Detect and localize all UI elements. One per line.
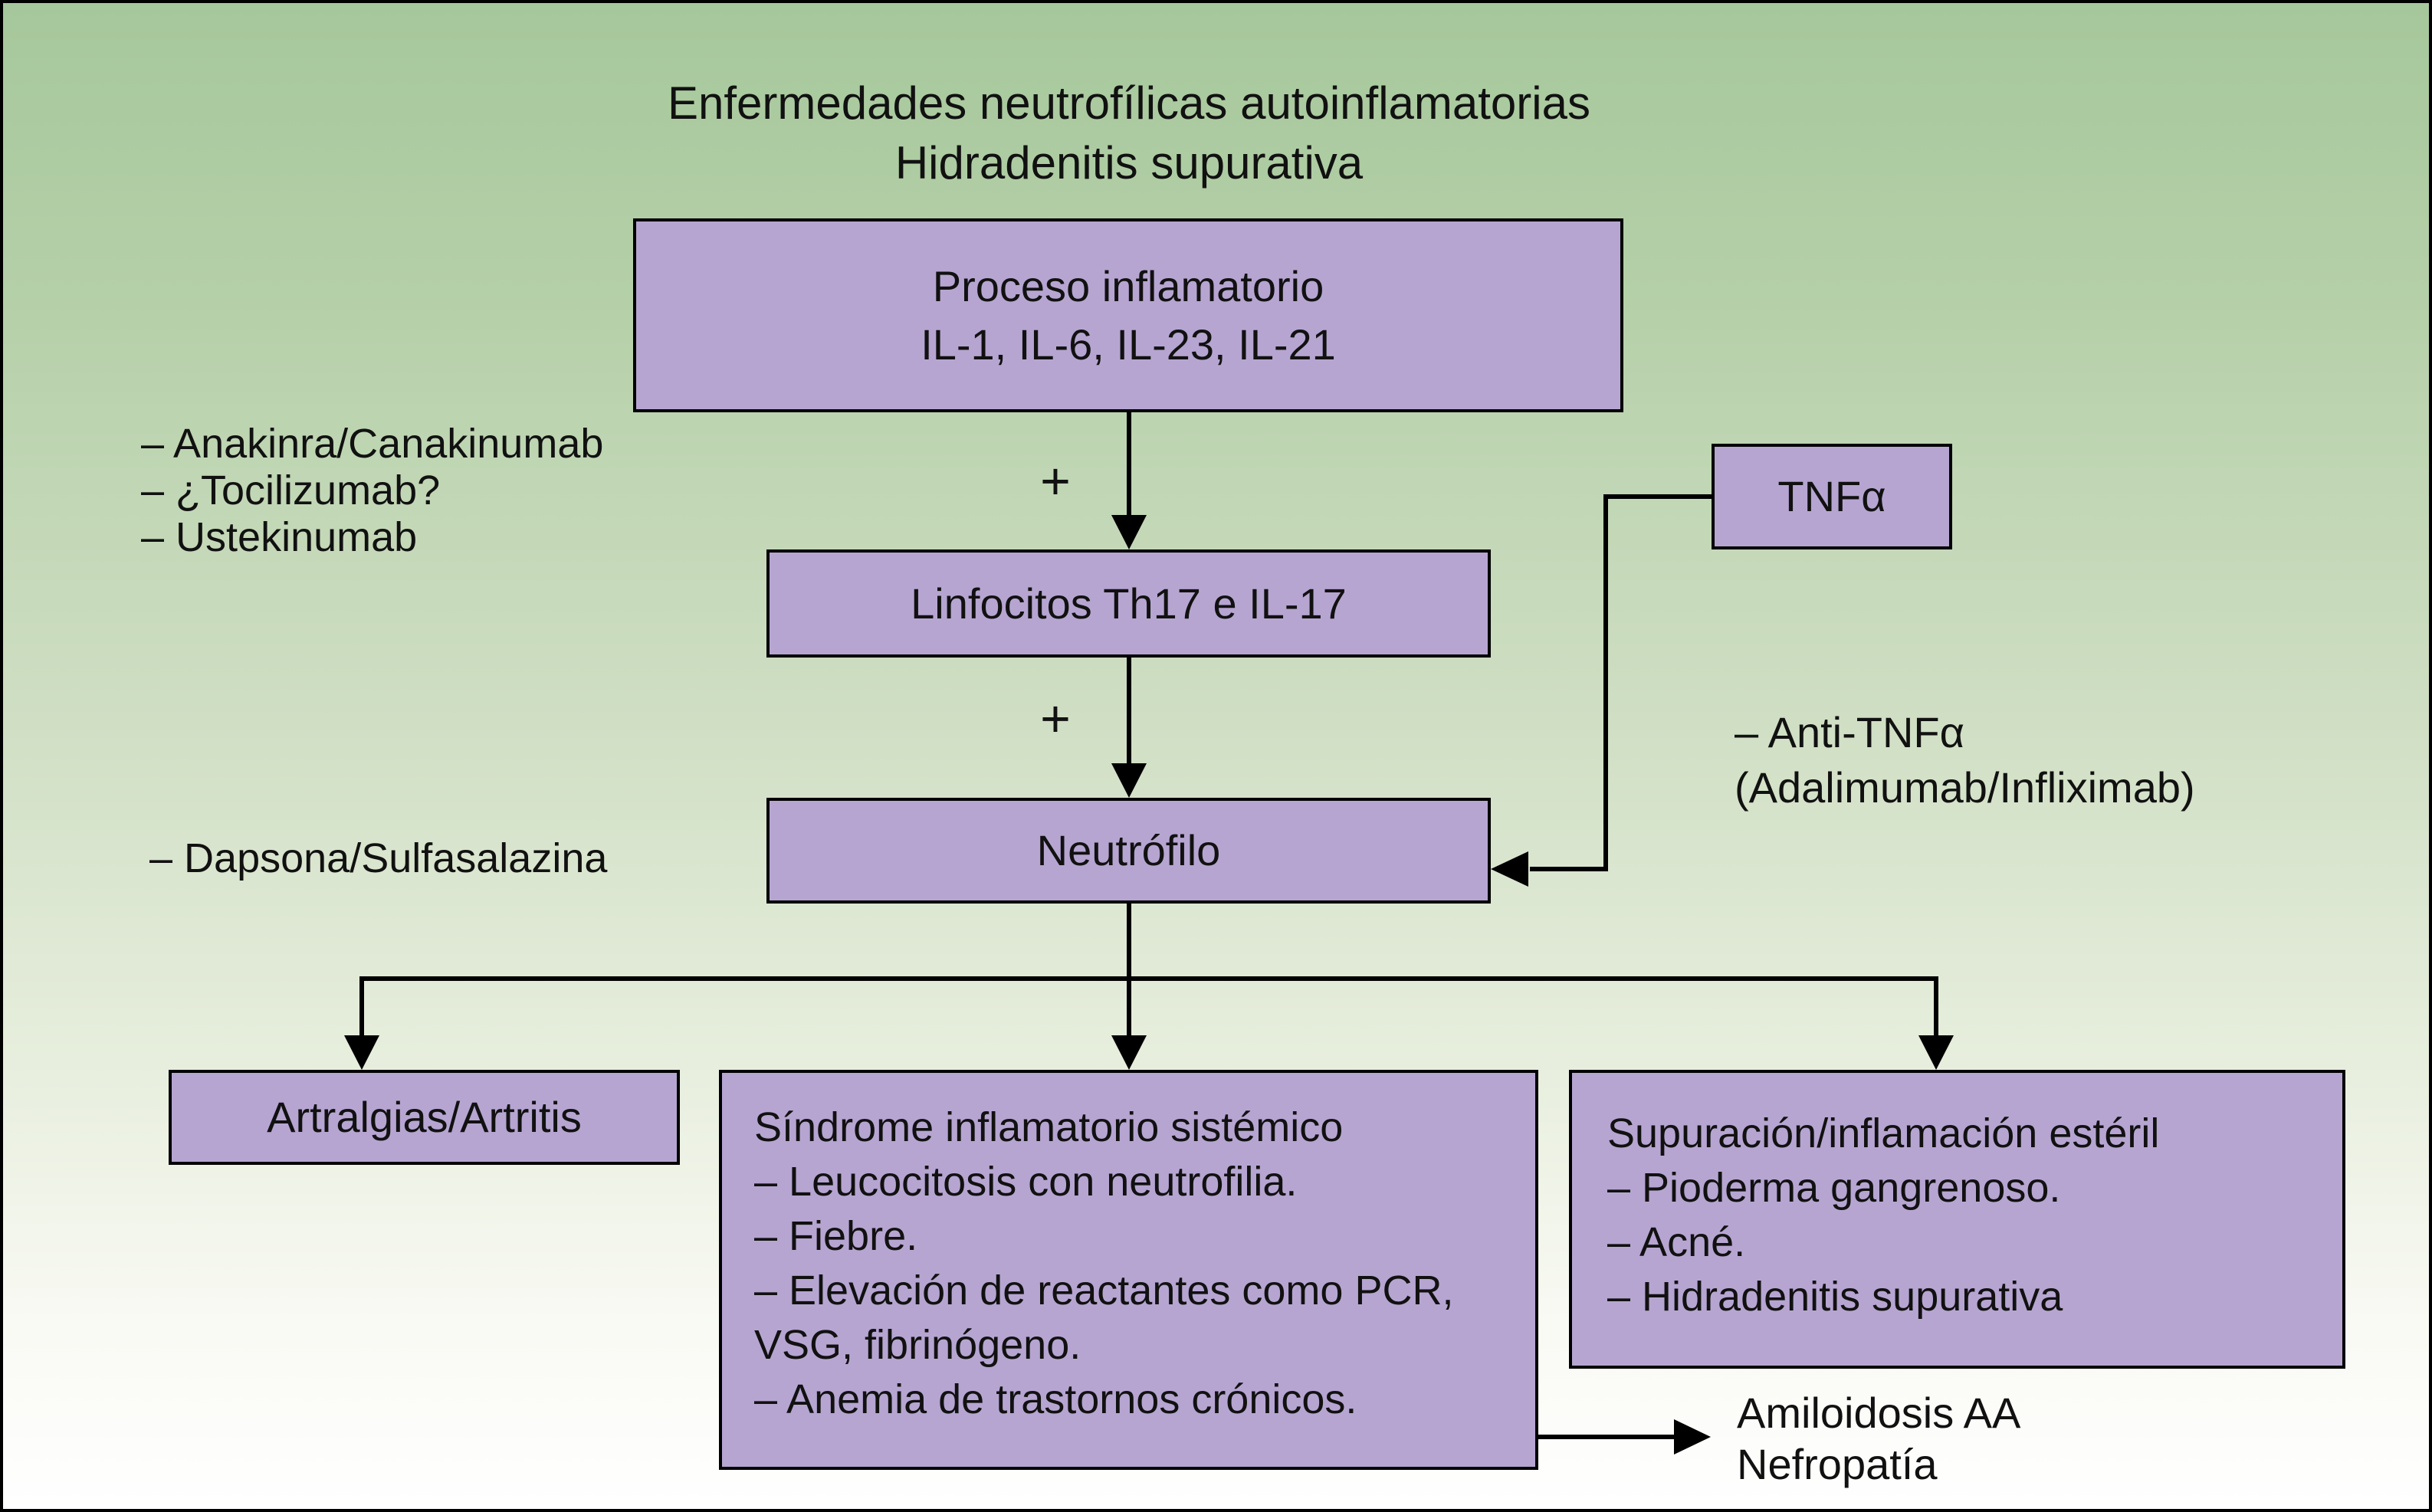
arrowhead-right-amiloidosis [1674, 1419, 1711, 1455]
sindrome-item: – Anemia de trastornos crónicos. [754, 1376, 1357, 1422]
title-line2: Hidradenitis supurativa [894, 137, 1364, 189]
arrowhead-down-center-branch [1111, 1035, 1147, 1070]
supuracion-item: – Pioderma gangrenoso. [1607, 1165, 2061, 1211]
arrowhead-left-tnf [1491, 851, 1528, 887]
sindrome-item: – Fiebre. [754, 1213, 918, 1259]
annotation-anti-tnf: – Anti-TNFα (Adalimumab/Infliximab) [1735, 705, 2195, 815]
sindrome-item: – Elevación de reactantes como PCR, VSG,… [754, 1268, 1454, 1368]
node-proceso-inflamatorio: Proceso inflamatorio IL-1, IL-6, IL-23, … [633, 218, 1623, 412]
supuracion-item: – Hidradenitis supurativa [1607, 1274, 2063, 1320]
node-neutrofilo: Neutrófilo [766, 798, 1491, 904]
supuracion-item: – Acné. [1607, 1219, 1746, 1265]
tnf-label: TNFα [1777, 472, 1886, 520]
arrowhead-down-left-branch [344, 1035, 379, 1070]
diagram-title: Enfermedades neutrofílicas autoinflamato… [363, 74, 1895, 193]
node-supuracion-inflamacion: Supuración/inflamación estéril – Pioderm… [1569, 1070, 2345, 1369]
proceso-line2: IL-1, IL-6, IL-23, IL-21 [921, 320, 1336, 369]
branch-bracket [359, 976, 1938, 1039]
sindrome-title: Síndrome inflamatorio sistémico [754, 1104, 1344, 1150]
node-artralgias-artritis: Artralgias/Artritis [169, 1070, 680, 1165]
anti-tnf-line2: (Adalimumab/Infliximab) [1735, 763, 2195, 812]
title-line1: Enfermedades neutrofílicas autoinflamato… [668, 77, 1590, 129]
annotation-ustekinumab: – Ustekinumab [141, 514, 418, 560]
sindrome-item: – Leucocitosis con neutrofilia. [754, 1159, 1298, 1205]
amiloidosis-line2: Nefropatía [1737, 1440, 1938, 1488]
linfocitos-label: Linfocitos Th17 e IL-17 [911, 579, 1347, 628]
arrow-tnf-neutrofilo [1530, 494, 1712, 871]
annotation-dapsona: – Dapsona/Sulfasalazina [149, 835, 608, 881]
supuracion-title: Supuración/inflamación estéril [1607, 1110, 2160, 1156]
arrowhead-down-1 [1111, 515, 1147, 549]
neutrofilo-label: Neutrófilo [1036, 826, 1221, 874]
proceso-line1: Proceso inflamatorio [932, 261, 1324, 310]
annotation-anakinra: – Anakinra/Canakinumab [141, 421, 604, 467]
amiloidosis-line1: Amiloidosis AA [1737, 1389, 2021, 1437]
plus-sign-1: + [1040, 452, 1071, 510]
node-sindrome-inflamatorio: Síndrome inflamatorio sistémico – Leucoc… [719, 1070, 1538, 1470]
plus-sign-2: + [1040, 690, 1071, 748]
annotation-il-blockers: – Anakinra/Canakinumab – ¿Tocilizumab? –… [141, 421, 603, 561]
annotation-amiloidosis: Amiloidosis AA Nefropatía [1737, 1387, 2020, 1490]
arrowhead-down-2 [1111, 763, 1147, 798]
node-linfocitos-th17: Linfocitos Th17 e IL-17 [766, 549, 1491, 658]
annotation-tocilizumab: – ¿Tocilizumab? [141, 467, 441, 513]
anti-tnf-line1: – Anti-TNFα [1735, 708, 1964, 756]
artralgias-label: Artralgias/Artritis [267, 1093, 582, 1141]
node-tnf-alpha: TNFα [1712, 444, 1952, 549]
arrowhead-down-right-branch [1918, 1035, 1954, 1070]
